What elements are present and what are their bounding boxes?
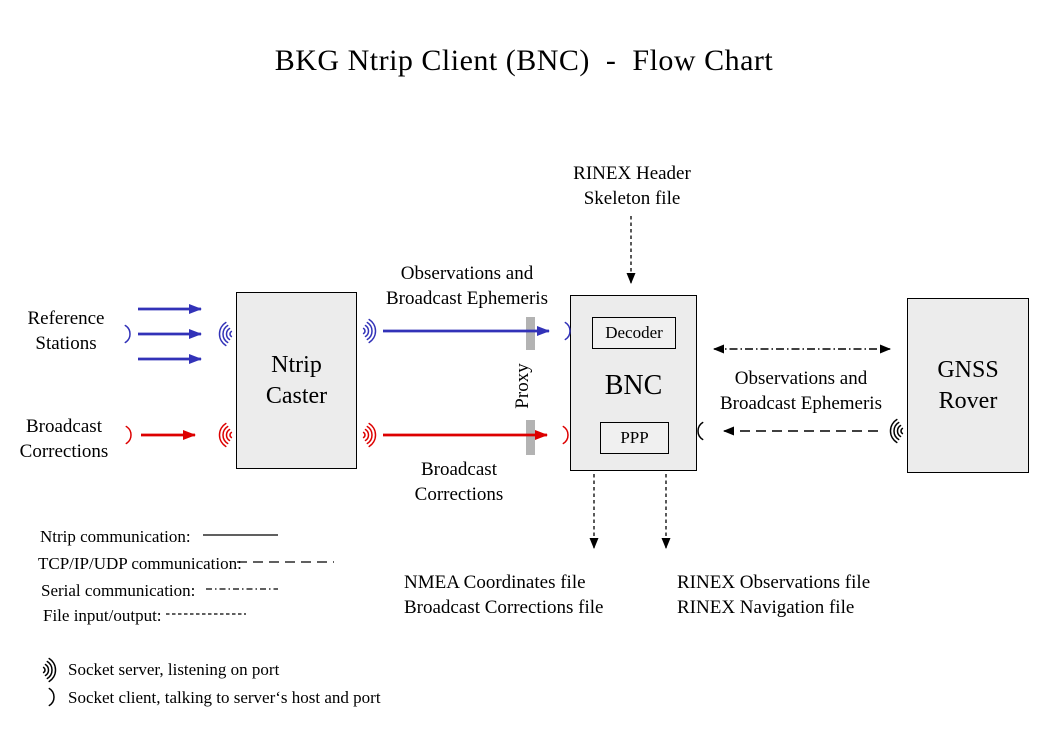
proxy-bar-bottom [526, 420, 535, 455]
legend-tcpip-udp-communication: TCP/IP/UDP communication: [38, 554, 242, 573]
socket-client-icon [697, 421, 704, 441]
decoder-label: Decoder [605, 323, 663, 342]
proxy-label: Proxy [512, 363, 533, 409]
reference-stations-label: Reference Stations [27, 308, 105, 354]
legend-socket-server: Socket server, listening on port [68, 660, 280, 679]
broadcast-corrections-input-label: Broadcast Corrections [19, 416, 109, 462]
socket-server-icon [362, 318, 377, 344]
legend-socket-client: Socket client, talking to server‘s host … [68, 688, 381, 707]
socket-server-icon [889, 418, 904, 444]
node-gnss-rover: GNSS Rover [907, 298, 1029, 473]
socket-server-icon [362, 422, 377, 448]
node-bnc: Decoder BNC PPP [570, 295, 697, 471]
page-title: BKG Ntrip Client (BNC) - Flow Chart [274, 44, 774, 77]
legend-ntrip-communication: Ntrip communication: [40, 527, 191, 546]
socket-client-icon [125, 425, 132, 445]
nmea-output-files-label: NMEA Coordinates file Broadcast Correcti… [404, 572, 604, 618]
legend-file-input-output: File input/output: [43, 606, 162, 625]
rinex-header-skeleton-label: RINEX Header Skeleton file [573, 163, 691, 209]
legend-serial-communication: Serial communication: [41, 581, 196, 600]
broadcast-corrections-mid-label: Broadcast Corrections [414, 459, 504, 505]
socket-server-legend-icon [42, 657, 57, 683]
observations-ephemeris-right-label: Observations and Broadcast Ephemeris [720, 368, 882, 414]
rinex-output-files-label: RINEX Observations file RINEX Navigation… [677, 572, 871, 618]
socket-client-icon [124, 324, 131, 344]
gnss-rover-label: GNSS Rover [937, 356, 999, 414]
socket-client-legend-icon [48, 687, 55, 707]
socket-server-icon [218, 422, 233, 448]
node-ppp: PPP [600, 422, 669, 454]
observations-ephemeris-top-label: Observations and Broadcast Ephemeris [386, 263, 548, 309]
socket-server-icon [218, 321, 233, 347]
proxy-bar-top [526, 317, 535, 350]
ntrip-caster-label: Ntrip Caster [265, 351, 328, 409]
node-ntrip-caster: Ntrip Caster [236, 292, 357, 469]
node-decoder: Decoder [592, 317, 676, 349]
socket-client-icon [562, 425, 569, 445]
bnc-label: BNC [604, 370, 663, 401]
ppp-label: PPP [620, 428, 649, 447]
